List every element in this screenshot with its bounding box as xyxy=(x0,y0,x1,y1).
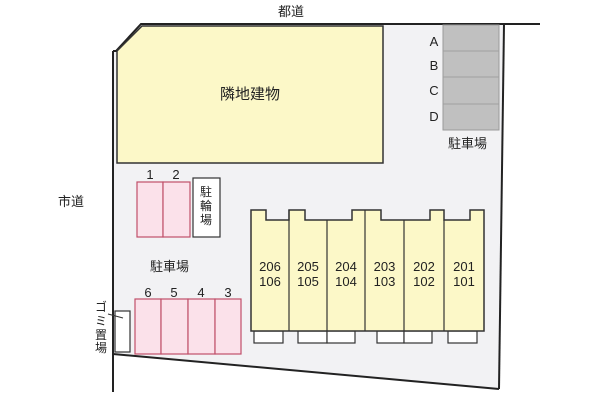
unit-number-lower: 101 xyxy=(453,274,475,289)
road-label-north: 都道 xyxy=(278,5,305,20)
unit-number-upper: 205 xyxy=(297,259,319,274)
unit-number-upper: 204 xyxy=(335,259,357,274)
parking-space-label-2: 2 xyxy=(172,167,180,182)
parking-space-label-a: A xyxy=(429,34,439,49)
parking-east-label: 駐車場 xyxy=(448,137,488,152)
parking-space-label-1: 1 xyxy=(146,167,154,182)
unit-number-lower: 102 xyxy=(413,274,435,289)
unit-number-lower: 106 xyxy=(259,274,281,289)
unit-number-upper: 201 xyxy=(453,259,475,274)
unit-number-upper: 203 xyxy=(373,259,396,274)
parking-west-label: 駐車場 xyxy=(150,260,190,275)
garbage-label: ゴミ置場 xyxy=(94,300,107,356)
parking-space-label-c: C xyxy=(429,83,439,98)
garbage-area xyxy=(114,310,131,353)
parking-space-label-d: D xyxy=(429,109,439,124)
lot-boundary-top xyxy=(113,23,540,52)
unit-label-205-105: 205 105 xyxy=(289,259,327,289)
parking-space-label-3: 3 xyxy=(224,285,232,300)
unit-number-lower: 105 xyxy=(297,274,319,289)
unit-label-203-103: 203 103 xyxy=(365,259,404,289)
parking-space-label-b: B xyxy=(429,58,439,73)
unit-number-lower: 103 xyxy=(373,274,396,289)
parking-space-6 xyxy=(134,298,162,355)
unit-number-upper: 202 xyxy=(413,259,435,274)
unit-label-202-102: 202 102 xyxy=(404,259,444,289)
neighbor-building xyxy=(116,25,384,164)
unit-label-204-104: 204 104 xyxy=(327,259,365,289)
parking-space-label-4: 4 xyxy=(197,285,205,300)
unit-number-upper: 206 xyxy=(259,259,281,274)
neighbor-building-label: 隣地建物 xyxy=(220,85,281,103)
balcony xyxy=(297,330,328,344)
balcony xyxy=(326,330,356,344)
road-label-west: 市道 xyxy=(58,195,85,210)
parking-space-label-6: 6 xyxy=(144,285,152,300)
balcony xyxy=(376,330,405,344)
bicycle-parking-label: 駐輪場 xyxy=(199,185,212,227)
unit-label-201-101: 201 101 xyxy=(444,259,484,289)
parking-space-4 xyxy=(187,298,216,355)
lot-boundary-right xyxy=(498,23,505,390)
balcony xyxy=(253,330,284,344)
balcony xyxy=(447,330,478,344)
balcony xyxy=(403,330,433,344)
parking-space-2 xyxy=(162,181,191,238)
unit-label-206-106: 206 106 xyxy=(251,259,289,289)
parking-space-label-5: 5 xyxy=(170,285,178,300)
garbage-leader-line xyxy=(107,313,124,319)
parking-space-1 xyxy=(136,181,164,238)
parking-space-5 xyxy=(160,298,189,355)
bicycle-parking xyxy=(192,177,221,238)
unit-number-lower: 104 xyxy=(335,274,357,289)
parking-space-3 xyxy=(214,298,242,355)
lot-boundary-bottom xyxy=(112,353,500,390)
